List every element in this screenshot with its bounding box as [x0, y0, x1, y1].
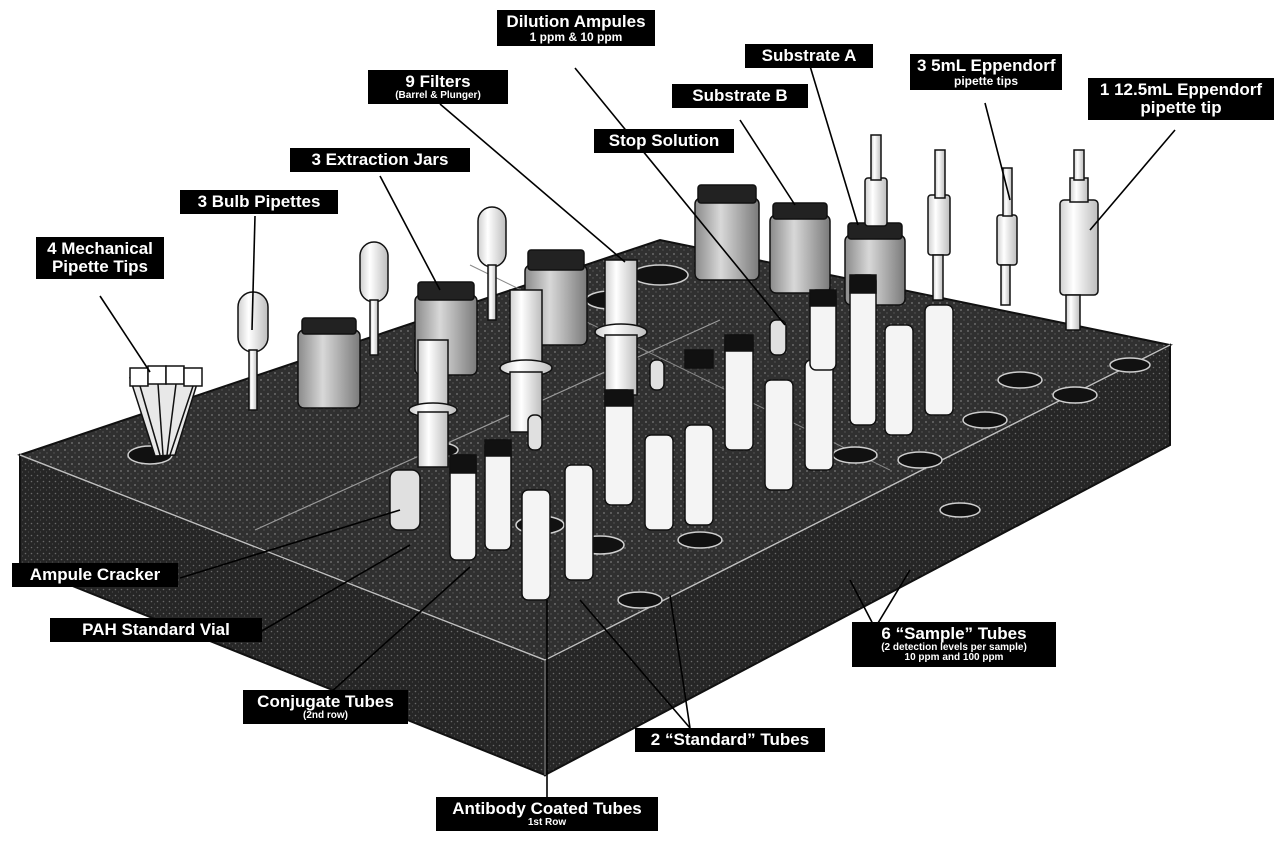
label-substrate-b-title: Substrate B	[679, 87, 801, 105]
label-sample-tubes-sub2: 10 ppm and 100 ppm	[859, 653, 1049, 664]
label-conjugate-tubes-sub: (2nd row)	[250, 711, 401, 722]
label-eppendorf-5ml: 3 5mL Eppendorf pipette tips	[910, 54, 1062, 90]
label-eppendorf-5ml-sub: pipette tips	[917, 75, 1055, 88]
label-substrate-a: Substrate A	[745, 44, 873, 68]
label-filters: 9 Filters (Barrel & Plunger)	[368, 70, 508, 104]
label-dilution-ampules: Dilution Ampules 1 ppm & 10 ppm	[497, 10, 655, 46]
label-pah-vial: PAH Standard Vial	[50, 618, 262, 642]
label-dilution-ampules-title: Dilution Ampules	[504, 13, 648, 31]
label-sample-tubes-title: 6 “Sample” Tubes	[859, 625, 1049, 643]
label-eppendorf-12ml-title: 1 12.5mL Eppendorf	[1095, 81, 1267, 99]
label-dilution-ampules-sub: 1 ppm & 10 ppm	[504, 31, 648, 44]
label-extraction-jars-title: 3 Extraction Jars	[297, 151, 463, 169]
label-antibody-tubes-title: Antibody Coated Tubes	[443, 800, 651, 818]
label-stop-solution-title: Stop Solution	[601, 132, 727, 150]
label-sample-tubes: 6 “Sample” Tubes (2 detection levels per…	[852, 622, 1056, 667]
label-conjugate-tubes: Conjugate Tubes (2nd row)	[243, 690, 408, 724]
label-substrate-a-title: Substrate A	[752, 47, 866, 65]
label-ampule-cracker-title: Ampule Cracker	[19, 566, 171, 584]
label-mechanical-tips-title: 4 Mechanical	[43, 240, 157, 258]
label-standard-tubes: 2 “Standard” Tubes	[635, 728, 825, 752]
label-bulb-pipettes-title: 3 Bulb Pipettes	[187, 193, 331, 211]
label-antibody-tubes-sub: 1st Row	[443, 818, 651, 829]
label-standard-tubes-title: 2 “Standard” Tubes	[642, 731, 818, 749]
label-eppendorf-5ml-title: 3 5mL Eppendorf	[917, 57, 1055, 75]
label-filters-title: 9 Filters	[375, 73, 501, 91]
label-mechanical-tips-sub: Pipette Tips	[43, 258, 157, 276]
label-eppendorf-12ml-sub: pipette tip	[1095, 99, 1267, 117]
label-conjugate-tubes-title: Conjugate Tubes	[250, 693, 401, 711]
label-filters-sub: (Barrel & Plunger)	[375, 91, 501, 102]
label-stop-solution: Stop Solution	[594, 129, 734, 153]
label-eppendorf-12ml: 1 12.5mL Eppendorf pipette tip	[1088, 78, 1274, 120]
label-mechanical-tips: 4 Mechanical Pipette Tips	[36, 237, 164, 279]
label-ampule-cracker: Ampule Cracker	[12, 563, 178, 587]
label-pah-vial-title: PAH Standard Vial	[57, 621, 255, 639]
label-substrate-b: Substrate B	[672, 84, 808, 108]
tray	[20, 240, 1170, 775]
label-bulb-pipettes: 3 Bulb Pipettes	[180, 190, 338, 214]
label-extraction-jars: 3 Extraction Jars	[290, 148, 470, 172]
label-antibody-tubes: Antibody Coated Tubes 1st Row	[436, 797, 658, 831]
